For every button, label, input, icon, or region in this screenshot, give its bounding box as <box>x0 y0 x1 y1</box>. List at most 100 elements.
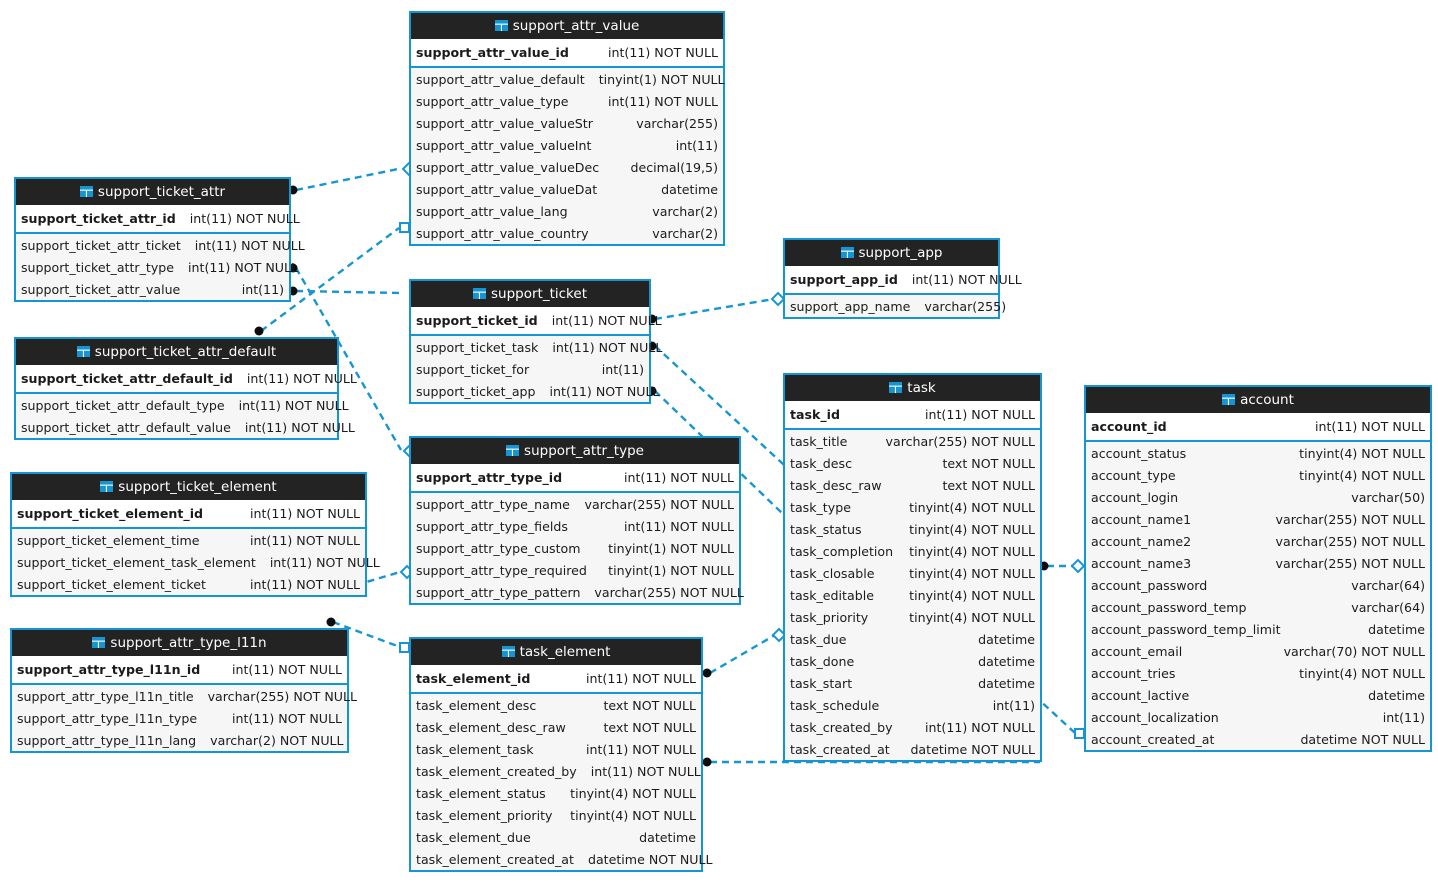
table-header-support_attr_value[interactable]: support_attr_value <box>411 13 723 39</box>
table-header-task_element[interactable]: task_element <box>411 639 701 665</box>
table-header-task[interactable]: task <box>785 375 1040 401</box>
table-header-support_app[interactable]: support_app <box>785 240 998 266</box>
table-header-support_ticket_attr[interactable]: support_ticket_attr <box>16 179 289 205</box>
table-header-support_ticket_element[interactable]: support_ticket_element <box>12 474 365 500</box>
table-header-account[interactable]: account <box>1086 387 1430 413</box>
table-header-support_ticket[interactable]: support_ticket <box>411 281 649 307</box>
table-header-support_ticket_attr_default[interactable]: support_ticket_attr_default <box>16 339 337 365</box>
table-header-support_attr_type_l11n[interactable]: support_attr_type_l11n <box>12 630 347 656</box>
